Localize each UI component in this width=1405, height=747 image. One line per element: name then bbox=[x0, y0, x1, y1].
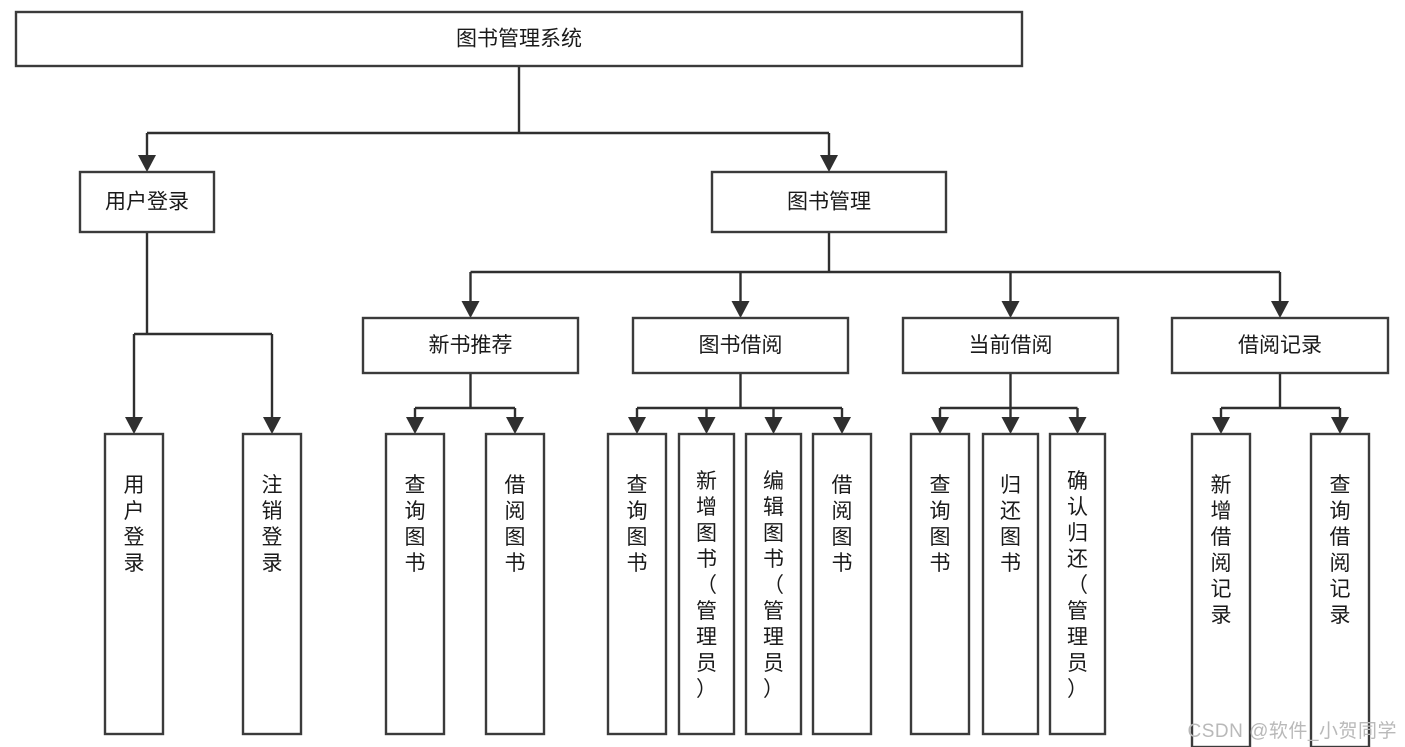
arrow-head-icon bbox=[1212, 417, 1230, 434]
node-root[interactable]: 图书管理系统 bbox=[14, 10, 1024, 68]
connector-borrow-to-leaves bbox=[628, 373, 851, 434]
node-leaf-add-record-box bbox=[1190, 432, 1252, 747]
arrow-head-icon bbox=[1271, 301, 1289, 318]
arrow-head-icon bbox=[1331, 417, 1349, 434]
node-leaf-user-login-label: 用户登录 bbox=[124, 474, 145, 575]
node-current-borrow-box bbox=[901, 316, 1120, 375]
arrow-head-icon bbox=[506, 417, 524, 434]
node-new-book-recommend-label: 新书推荐 bbox=[429, 334, 513, 357]
node-book-manage-label: 图书管理 bbox=[787, 191, 871, 214]
node-layer: 图书管理系统用户登录图书管理新书推荐图书借阅当前借阅借阅记录用户登录注销登录查询… bbox=[14, 10, 1390, 747]
arrow-head-icon bbox=[263, 417, 281, 434]
node-leaf-edit-book-label: 编辑图书（管理员） bbox=[763, 470, 784, 701]
node-leaf-query-book-rec[interactable]: 查询图书 bbox=[384, 432, 446, 736]
node-leaf-user-logout[interactable]: 注销登录 bbox=[241, 432, 303, 736]
node-leaf-borrow-book-rec-label: 借阅图书 bbox=[505, 474, 526, 575]
node-leaf-edit-book-box bbox=[744, 432, 803, 736]
node-leaf-user-login-box bbox=[103, 432, 165, 736]
node-leaf-query-book-cur-box bbox=[909, 432, 971, 736]
node-leaf-query-book-cur-label: 查询图书 bbox=[930, 474, 951, 575]
node-leaf-confirm-return[interactable]: 确认归还（管理员） bbox=[1048, 432, 1107, 736]
node-book-borrow-label: 图书借阅 bbox=[699, 334, 783, 357]
node-user-login-box bbox=[78, 170, 216, 234]
node-current-borrow-label: 当前借阅 bbox=[969, 334, 1053, 357]
arrow-head-icon bbox=[833, 417, 851, 434]
connector-userlogin-to-leaves bbox=[125, 232, 281, 434]
node-book-borrow[interactable]: 图书借阅 bbox=[631, 316, 850, 375]
node-leaf-query-book-rec-label: 查询图书 bbox=[405, 474, 426, 575]
node-leaf-borrow-book-bor[interactable]: 借阅图书 bbox=[811, 432, 873, 736]
arrow-head-icon bbox=[1001, 301, 1020, 318]
node-leaf-borrow-book-bor-box bbox=[811, 432, 873, 736]
node-root-box bbox=[14, 10, 1024, 68]
arrow-head-icon bbox=[697, 417, 716, 434]
node-book-manage[interactable]: 图书管理 bbox=[710, 170, 948, 234]
arrow-head-icon bbox=[820, 155, 838, 172]
node-leaf-user-logout-box bbox=[241, 432, 303, 736]
arrow-head-icon bbox=[1001, 417, 1020, 434]
node-leaf-add-book-label: 新增图书（管理员） bbox=[696, 470, 717, 701]
node-book-borrow-box bbox=[631, 316, 850, 375]
node-leaf-confirm-return-box bbox=[1048, 432, 1107, 736]
node-borrow-record[interactable]: 借阅记录 bbox=[1170, 316, 1390, 375]
node-leaf-query-book-bor[interactable]: 查询图书 bbox=[606, 432, 668, 736]
node-user-login-label: 用户登录 bbox=[105, 191, 189, 214]
arrow-head-icon bbox=[1068, 417, 1087, 434]
node-leaf-query-book-bor-box bbox=[606, 432, 668, 736]
arrow-head-icon bbox=[138, 155, 156, 172]
arrow-head-icon bbox=[731, 301, 750, 318]
node-new-book-recommend[interactable]: 新书推荐 bbox=[361, 316, 580, 375]
node-leaf-query-record-label: 查询借阅记录 bbox=[1330, 474, 1351, 627]
node-leaf-query-record[interactable]: 查询借阅记录 bbox=[1309, 432, 1371, 747]
node-leaf-edit-book[interactable]: 编辑图书（管理员） bbox=[744, 432, 803, 736]
node-leaf-query-book-cur[interactable]: 查询图书 bbox=[909, 432, 971, 736]
node-leaf-add-book-box bbox=[677, 432, 736, 736]
node-leaf-return-book-box bbox=[981, 432, 1040, 736]
watermark-label: CSDN @软件_小贺同学 bbox=[1187, 721, 1397, 742]
node-leaf-borrow-book-rec-box bbox=[484, 432, 546, 736]
connector-record-to-leaves bbox=[1212, 373, 1349, 434]
node-new-book-recommend-box bbox=[361, 316, 580, 375]
node-leaf-user-login[interactable]: 用户登录 bbox=[103, 432, 165, 736]
node-leaf-return-book[interactable]: 归还图书 bbox=[981, 432, 1040, 736]
connector-booknav-to-level3 bbox=[461, 232, 1289, 318]
node-current-borrow[interactable]: 当前借阅 bbox=[901, 316, 1120, 375]
arrow-head-icon bbox=[628, 417, 646, 434]
arrow-head-icon bbox=[764, 417, 783, 434]
node-book-manage-box bbox=[710, 170, 948, 234]
node-borrow-record-box bbox=[1170, 316, 1390, 375]
connector-current-to-leaves bbox=[931, 373, 1087, 434]
node-leaf-add-record-label: 新增借阅记录 bbox=[1211, 474, 1232, 627]
node-root-label: 图书管理系统 bbox=[456, 28, 582, 51]
node-leaf-borrow-book-rec[interactable]: 借阅图书 bbox=[484, 432, 546, 736]
connector-root-to-level2 bbox=[138, 66, 838, 172]
node-leaf-query-book-bor-label: 查询图书 bbox=[627, 474, 648, 575]
connector-recommend-to-leaves bbox=[406, 373, 524, 434]
arrow-head-icon bbox=[931, 417, 949, 434]
node-leaf-add-record[interactable]: 新增借阅记录 bbox=[1190, 432, 1252, 747]
node-leaf-query-book-rec-box bbox=[384, 432, 446, 736]
node-leaf-add-book[interactable]: 新增图书（管理员） bbox=[677, 432, 736, 736]
arrow-head-icon bbox=[125, 417, 143, 434]
node-leaf-user-logout-label: 注销登录 bbox=[262, 474, 283, 575]
node-leaf-confirm-return-label: 确认归还（管理员） bbox=[1067, 470, 1088, 701]
node-leaf-borrow-book-bor-label: 借阅图书 bbox=[832, 474, 853, 575]
node-user-login[interactable]: 用户登录 bbox=[78, 170, 216, 234]
node-leaf-query-record-box bbox=[1309, 432, 1371, 747]
arrow-head-icon bbox=[406, 417, 424, 434]
connector-layer bbox=[125, 66, 1349, 434]
arrow-head-icon bbox=[461, 301, 480, 318]
node-leaf-return-book-label: 归还图书 bbox=[1000, 474, 1021, 575]
node-borrow-record-label: 借阅记录 bbox=[1238, 334, 1322, 357]
